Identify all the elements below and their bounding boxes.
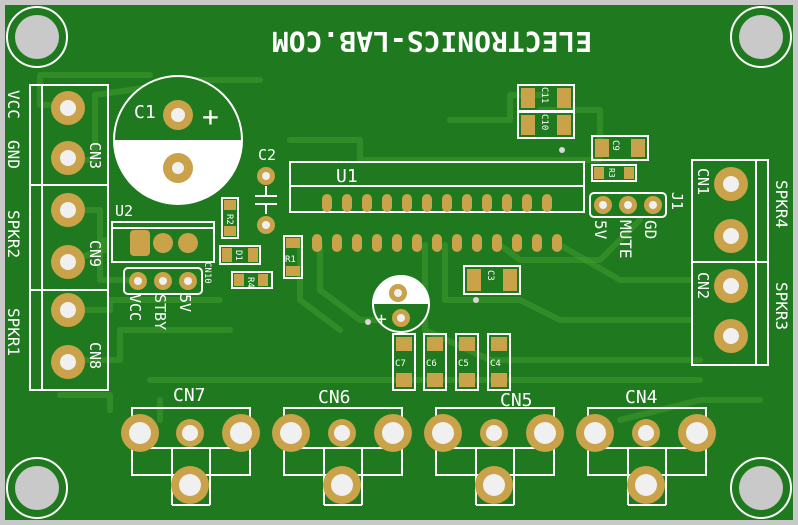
cn8-pad-2 xyxy=(51,345,85,379)
cn1-pad-1 xyxy=(714,167,748,201)
label-cn9: CN9 xyxy=(86,240,104,267)
label-cn7: CN7 xyxy=(173,385,206,406)
label-cn6: CN6 xyxy=(318,387,351,408)
mounting-holes xyxy=(6,6,792,519)
left-terminal-blocks xyxy=(29,84,109,391)
c11-capacitor xyxy=(517,84,575,112)
u2-regulator xyxy=(111,221,215,263)
cn4-jack xyxy=(576,407,716,506)
label-spkr4: SPKR4 xyxy=(772,180,791,228)
right-terminal-blocks xyxy=(691,159,769,366)
label-cn8: CN8 xyxy=(86,342,104,369)
label-c9: C9 xyxy=(610,140,620,151)
label-j1-5v: 5V xyxy=(591,220,610,240)
label-r2: R2 xyxy=(224,214,234,225)
mounting-hole-bottom-right xyxy=(730,457,792,519)
label-cn1: CN1 xyxy=(694,168,712,195)
label-j1: J1 xyxy=(668,192,686,210)
c4-capacitor xyxy=(487,333,511,391)
label-cn10: CN10 xyxy=(202,262,212,284)
cn10-header xyxy=(123,267,203,295)
cn9-pad-2 xyxy=(51,245,85,279)
cn2-pad-2 xyxy=(714,319,748,353)
label-cn3: CN3 xyxy=(86,142,104,169)
c3-capacitor xyxy=(463,265,521,295)
r1-resistor xyxy=(283,235,303,279)
j1-header xyxy=(589,192,667,218)
u1-pins-bottom xyxy=(312,234,562,252)
label-cn4: CN4 xyxy=(625,387,658,408)
mounting-hole-top-left xyxy=(6,6,68,68)
u1-amplifier-ic xyxy=(289,161,585,252)
label-r1: R1 xyxy=(285,255,296,265)
label-spkr1: SPKR1 xyxy=(4,308,23,356)
mounting-hole-bottom-left xyxy=(6,457,68,519)
vias xyxy=(365,147,565,325)
c9-capacitor xyxy=(591,135,649,161)
label-j1-mute: MUTE xyxy=(616,220,635,259)
cn3-pad-1 xyxy=(51,91,85,125)
label-u2: U2 xyxy=(115,202,133,220)
label-c5: C5 xyxy=(458,359,469,369)
c10-capacitor xyxy=(517,111,575,139)
small-electrolytic-capacitor xyxy=(372,275,430,333)
label-c7: C7 xyxy=(395,359,406,369)
label-cn2: CN2 xyxy=(694,272,712,299)
label-cn10-vcc: VCC xyxy=(126,294,144,321)
cn3-pad-2 xyxy=(51,141,85,175)
cn2-pad-1 xyxy=(714,269,748,303)
r2-resistor xyxy=(221,197,239,239)
d1-diode xyxy=(219,245,261,265)
label-vcc: VCC xyxy=(4,90,23,119)
label-u1: U1 xyxy=(336,166,358,187)
label-d1: D1 xyxy=(233,250,243,261)
label-spkr3: SPKR3 xyxy=(772,282,791,330)
cn6-jack xyxy=(272,407,412,506)
cn1-pad-2 xyxy=(714,219,748,253)
label-r3: R3 xyxy=(607,168,616,178)
c1-pad-plus xyxy=(163,100,193,130)
c1-capacitor xyxy=(113,75,243,205)
label-cn10-stby: STBY xyxy=(151,294,169,330)
u1-pins-top xyxy=(322,194,552,212)
label-c1: C1 xyxy=(134,102,156,123)
label-c2: C2 xyxy=(258,146,276,164)
label-j1-gd: GD xyxy=(641,220,660,239)
label-cap-plus: + xyxy=(376,309,387,330)
label-cn5: CN5 xyxy=(500,390,533,411)
label-c6: C6 xyxy=(426,359,437,369)
label-c1-plus: + xyxy=(202,100,219,133)
label-c11: C11 xyxy=(539,87,549,103)
c5-capacitor xyxy=(455,333,479,391)
r4-resistor xyxy=(231,271,273,289)
label-c10: C10 xyxy=(539,114,549,130)
cn7-jack xyxy=(121,407,260,506)
mounting-hole-top-right xyxy=(730,6,792,68)
r3-resistor xyxy=(591,164,637,182)
cn9-pad-1 xyxy=(51,193,85,227)
c2-capacitor xyxy=(255,167,277,234)
label-spkr2: SPKR2 xyxy=(4,210,23,258)
label-gnd: GND xyxy=(4,140,23,169)
label-c4: C4 xyxy=(490,359,501,369)
c1-pad-minus xyxy=(163,153,193,183)
label-r4: R4 xyxy=(245,277,255,288)
cn5-jack xyxy=(424,407,564,506)
c7-capacitor xyxy=(392,333,416,391)
label-c3: C3 xyxy=(485,270,495,281)
label-cn10-5v: 5V xyxy=(176,294,194,312)
board-title: ELECTRONICS-LAB.COM xyxy=(272,25,592,58)
c6-capacitor xyxy=(423,333,447,391)
cn8-pad-1 xyxy=(51,293,85,327)
